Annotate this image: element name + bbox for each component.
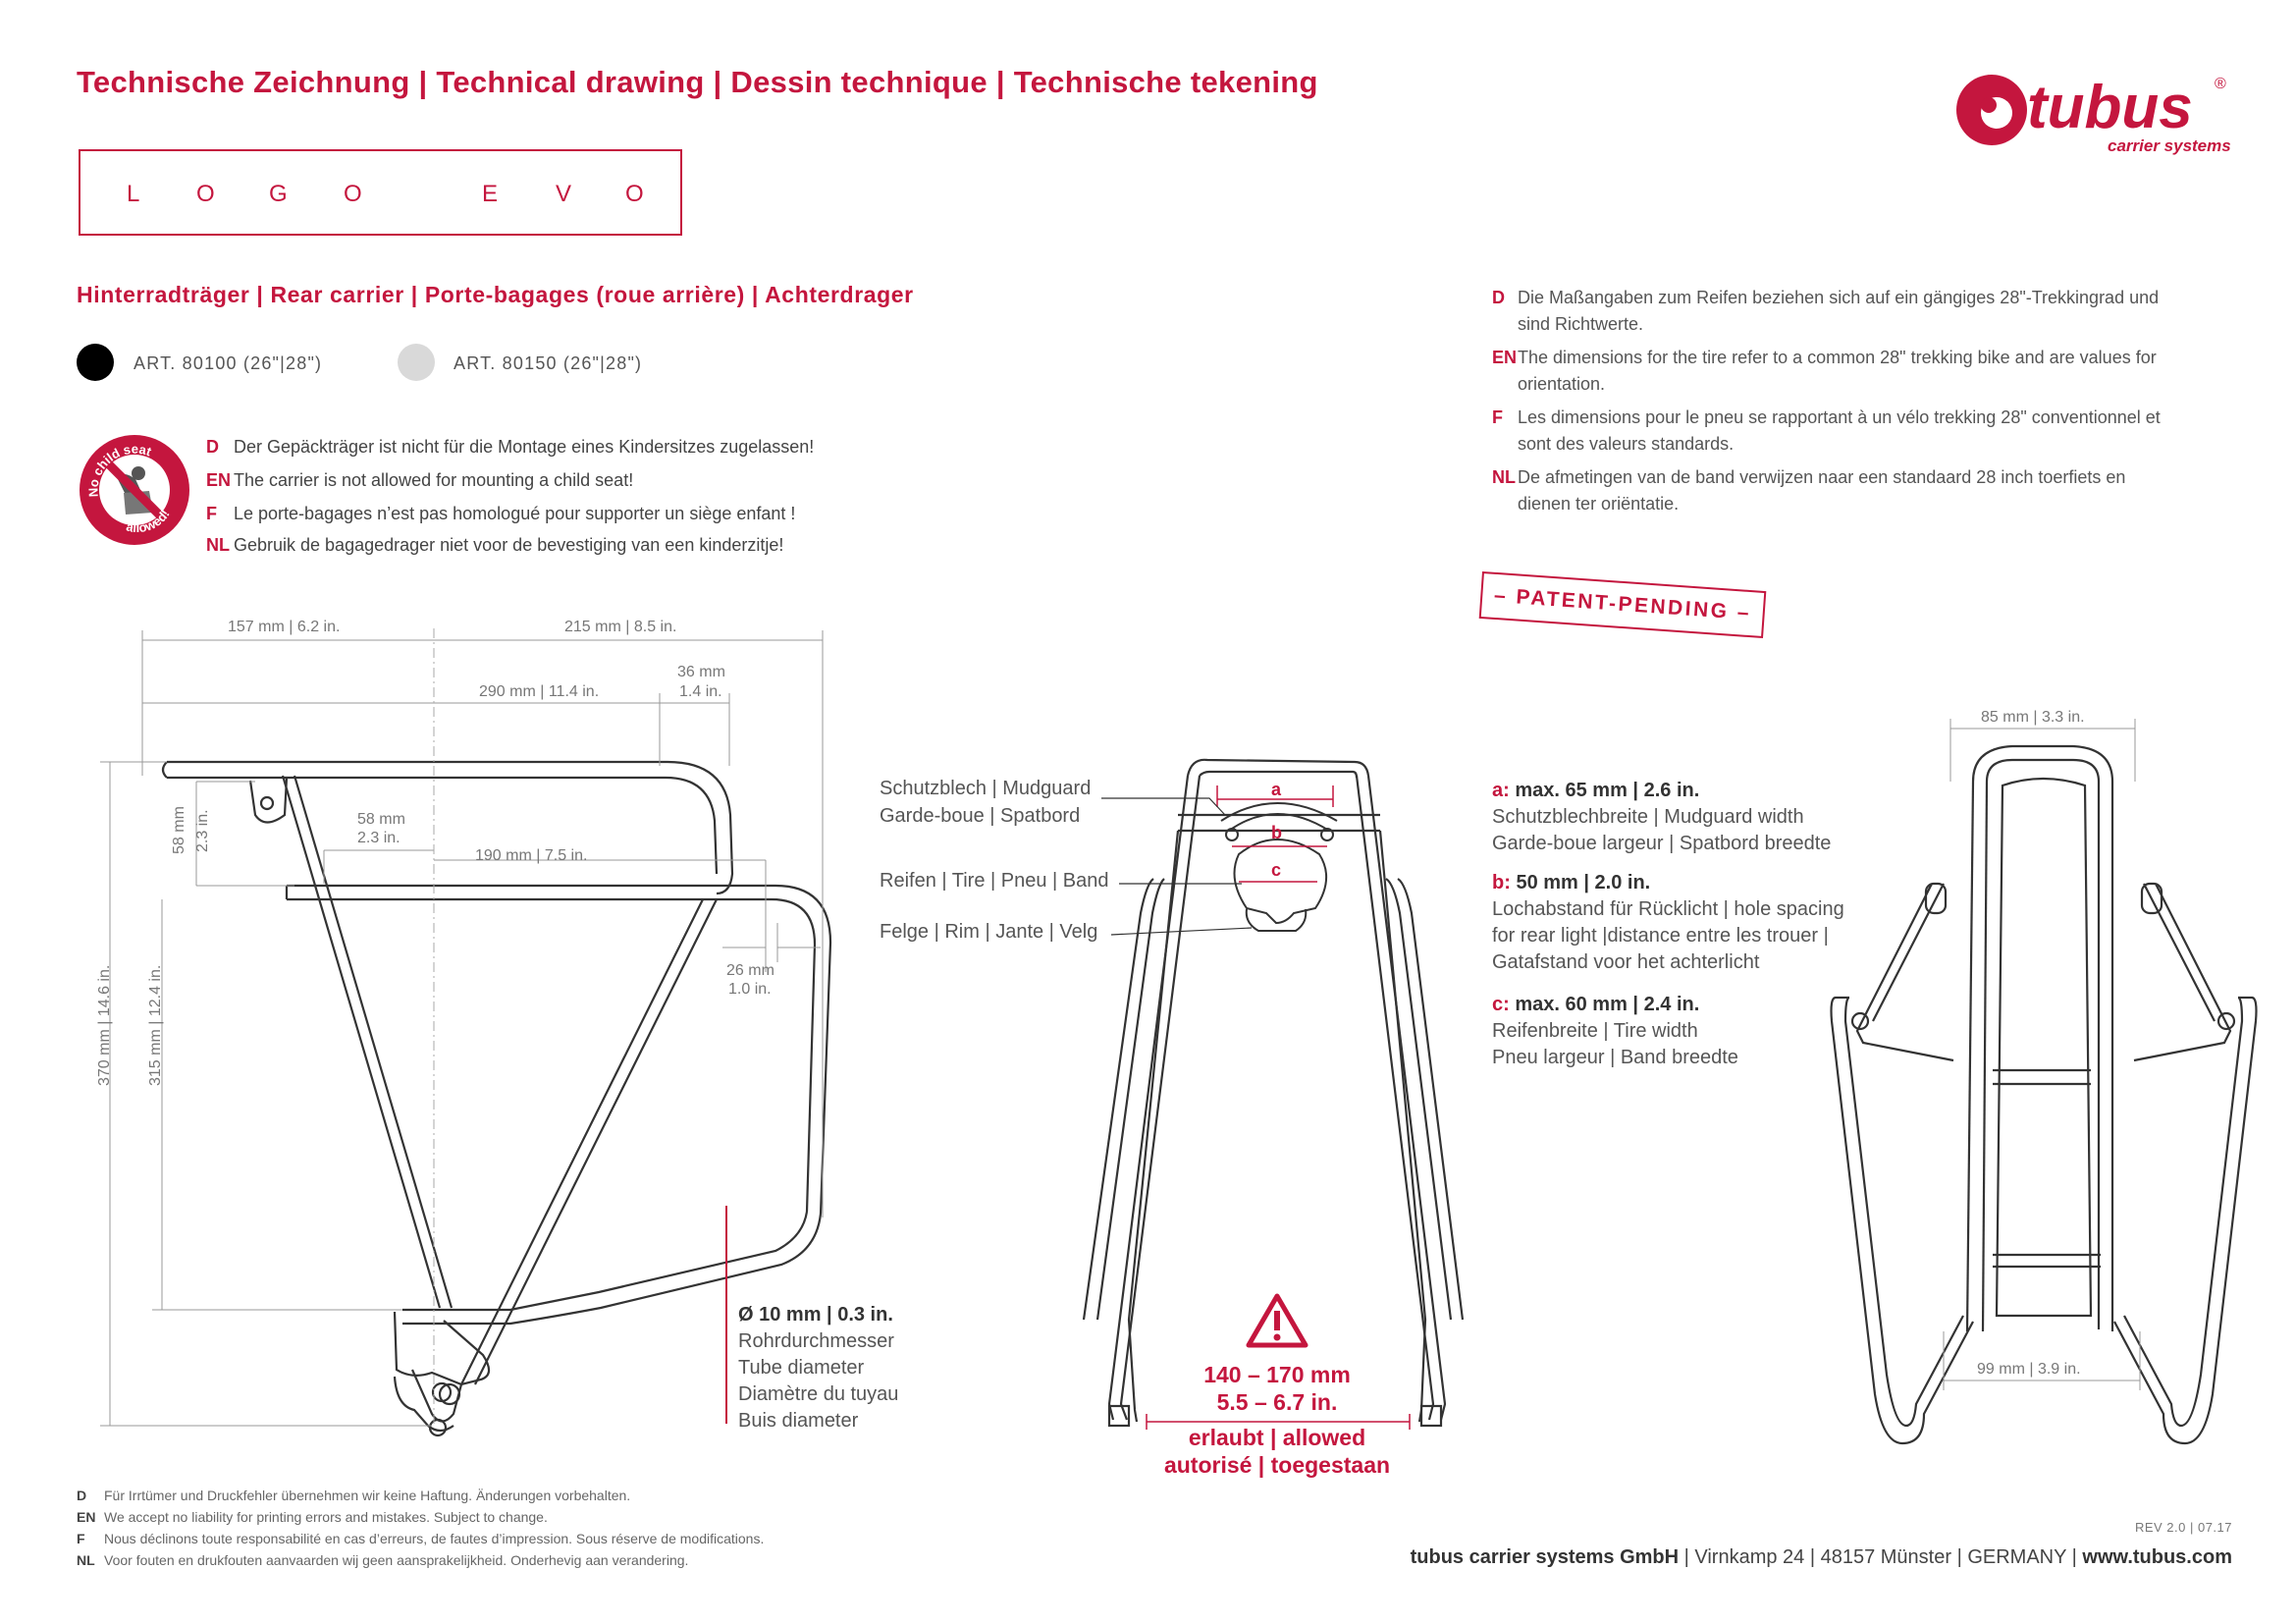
model-letter: E: [482, 181, 499, 207]
tire-label: Reifen | Tire | Pneu | Band: [880, 870, 1109, 892]
logo-brand: tubus: [2027, 74, 2193, 141]
dimension-label: 58 mm: [357, 811, 405, 828]
model-name-box: L O G O E V O: [79, 149, 682, 236]
dimension-label: 290 mm | 11.4 in.: [479, 683, 600, 700]
dimension-label: 85 mm | 3.3 in.: [1977, 709, 2089, 727]
label-leader-lines: [1101, 797, 1253, 936]
allowed-text-2: autorisé | toegestaan: [1163, 1452, 1391, 1478]
spec-b: b: 50 mm | 2.0 in. Lochabstand für Rückl…: [1492, 872, 1844, 973]
warning-triangle-icon: [1246, 1293, 1308, 1348]
dimension-label: 99 mm | 3.9 in.: [1973, 1361, 2085, 1379]
allowed-text-1: erlaubt | allowed: [1188, 1425, 1366, 1450]
tube-diameter-line: Rohrdurchmesser: [738, 1330, 894, 1352]
color-swatch-silver: [398, 344, 435, 381]
page-title: Technische Zeichnung | Technical drawing…: [77, 65, 1318, 99]
allowed-text: erlaubt | allowed autorisé | toegestaan: [1154, 1424, 1400, 1479]
side-view-carrier: [161, 760, 832, 1423]
model-letter: O: [196, 181, 215, 207]
website-link[interactable]: www.tubus.com: [2082, 1546, 2232, 1568]
allowed-range: 140 – 170 mm 5.5 – 6.7 in.: [1174, 1361, 1380, 1416]
rear-tire-dimensions: [1216, 785, 1334, 883]
model-letter: G: [269, 181, 288, 207]
tube-diameter-spec: Ø 10 mm | 0.3 in. Rohrdurchmesser Tube d…: [738, 1302, 898, 1435]
mudguard-label: Schutzblech | Mudguard: [880, 778, 1092, 799]
allowed-range-lines: [1146, 1414, 1411, 1430]
dimension-label: 58 mm: [171, 806, 187, 854]
dim-b-label: b: [1271, 823, 1282, 842]
dim-c-label: c: [1271, 860, 1282, 880]
rear-view-carrier: [1082, 758, 1465, 1428]
dimension-label: 315 mm | 12.4 in.: [147, 964, 164, 1086]
dimension-label: 2.3 in.: [194, 809, 211, 852]
dimension-label: 1.0 in.: [728, 981, 772, 998]
revision-label: REV 2.0 | 07.17: [2134, 1520, 2232, 1535]
color-swatch-black: [77, 344, 114, 381]
dimension-label: 1.4 in.: [679, 683, 722, 700]
dimension-label: 215 mm | 8.5 in.: [564, 619, 677, 635]
no-child-seat-icon: No child seat allowed!: [80, 435, 189, 545]
allowed-range-in: 5.5 – 6.7 in.: [1216, 1389, 1338, 1415]
dimension-label: 36 mm: [677, 664, 725, 680]
model-letter: O: [344, 181, 362, 207]
mudguard-label: Garde-boue | Spatbord: [880, 805, 1081, 827]
tube-diameter-line: Buis diameter: [738, 1410, 859, 1432]
dimension-label: 26 mm: [726, 962, 774, 979]
dimension-label: 2.3 in.: [357, 830, 400, 846]
dim-a-label: a: [1271, 780, 1282, 799]
allowed-range-mm: 140 – 170 mm: [1203, 1362, 1351, 1387]
rim-label: Felge | Rim | Jante | Velg: [880, 921, 1098, 943]
dimension-label: 370 mm | 14.6 in.: [96, 964, 113, 1086]
side-dimension-lines: [100, 630, 824, 1427]
tube-diameter-line: Tube diameter: [738, 1357, 865, 1379]
tubus-logo: tubus ® carrier systems: [1956, 74, 2231, 155]
model-letter: V: [556, 181, 572, 207]
logo-registered: ®: [2215, 76, 2226, 92]
model-letter: O: [625, 181, 644, 207]
top-dimension-lines: [1943, 719, 2141, 1390]
top-view-carrier: [1830, 744, 2258, 1445]
spec-a: a: max. 65 mm | 2.6 in. Schutzblechbreit…: [1492, 780, 1832, 854]
spec-c: c: max. 60 mm | 2.4 in. Reifenbreite | T…: [1492, 994, 1738, 1068]
article-number: ART. 80150 (26"|28"): [454, 353, 643, 373]
tube-diameter-line: Diamètre du tuyau: [738, 1383, 899, 1405]
rear-tire-profile: [1220, 802, 1338, 932]
article-number: ART. 80100 (26"|28"): [133, 353, 323, 373]
logo-tagline: carrier systems: [2108, 136, 2231, 155]
dimension-label: 157 mm | 6.2 in.: [228, 619, 341, 635]
product-subtitle: Hinterradträger | Rear carrier | Porte-b…: [77, 282, 914, 307]
company-address: tubus carrier systems GmbH | Virnkamp 24…: [1410, 1546, 2232, 1568]
dimension-label: 190 mm | 7.5 in.: [475, 847, 588, 864]
tube-diameter-head: Ø 10 mm | 0.3 in.: [738, 1304, 893, 1326]
model-letter: L: [127, 181, 140, 207]
